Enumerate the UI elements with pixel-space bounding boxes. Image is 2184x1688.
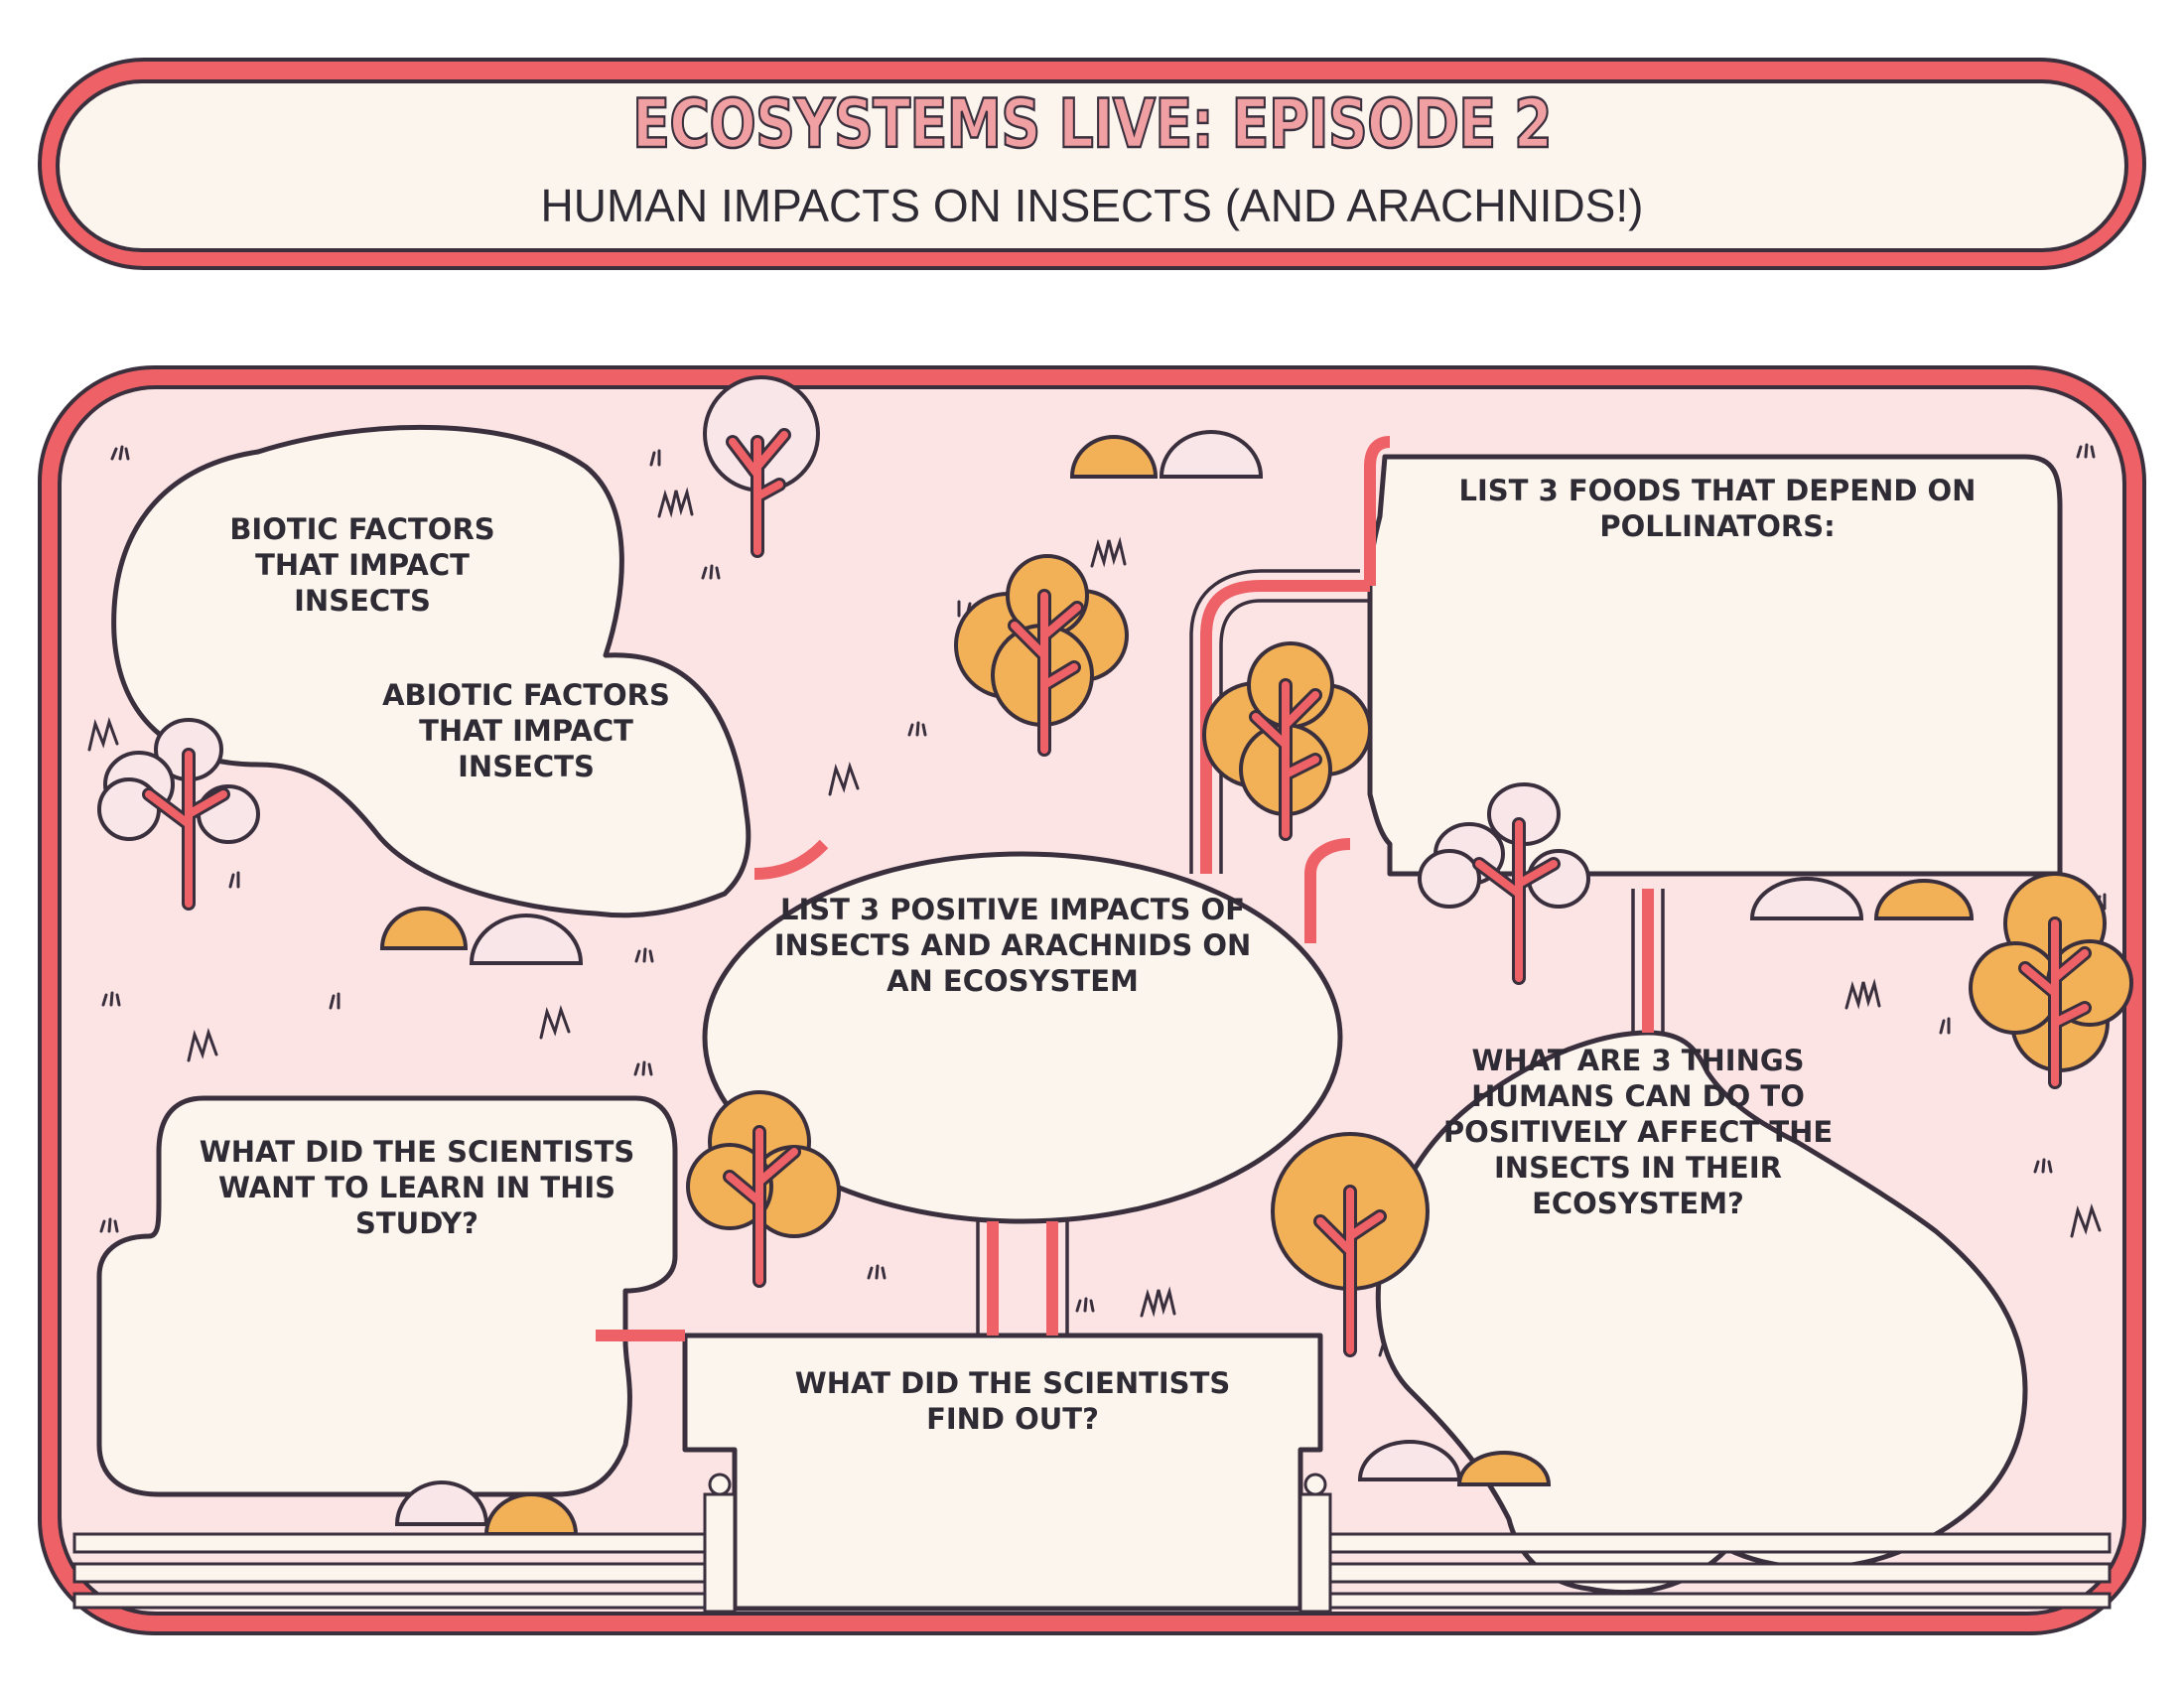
tree-orange-4	[686, 1090, 841, 1288]
biotic-label: BIOTIC FACTORS THAT IMPACT INSECTS	[229, 512, 495, 618]
fence-right	[1298, 1473, 2112, 1614]
bushes	[379, 430, 1975, 1536]
title-banner-inner	[56, 79, 2128, 252]
tree-top-center	[703, 375, 820, 558]
abiotic-label: ABIOTIC FACTORS THAT IMPACT INSECTS	[382, 678, 670, 783]
human-actions-label: WHAT ARE 3 THINGS HUMANS CAN DO TO POSIT…	[1442, 1044, 1834, 1220]
scientists-learn-label: WHAT DID THE SCIENTISTS WANT TO LEARN IN…	[199, 1135, 635, 1240]
biotic-abiotic-region	[111, 424, 751, 918]
positive-impacts-region	[702, 851, 1343, 1224]
scientists-learn-region	[96, 1095, 678, 1497]
tree-orange-2	[1202, 641, 1372, 841]
tree-orange-5	[1271, 1132, 1430, 1357]
tree-orange-3	[1969, 872, 2133, 1089]
tree-pale-left	[97, 718, 260, 911]
tree-orange-1	[954, 554, 1129, 757]
page-title: ECOSYSTEMS LIVE: EPISODE 2	[631, 84, 1554, 166]
pollinator-foods-label: LIST 3 FOODS THAT DEPEND ON POLLINATORS:	[1458, 474, 1977, 543]
fence-left	[72, 1473, 737, 1614]
page-subtitle: HUMAN IMPACTS ON INSECTS (AND ARACHNIDS!…	[540, 180, 1644, 231]
tree-pale-right	[1418, 782, 1590, 985]
positive-impacts-label: LIST 3 POSITIVE IMPACTS OF INSECTS AND A…	[773, 893, 1252, 998]
scientists-find-label: WHAT DID THE SCIENTISTS FIND OUT?	[794, 1366, 1231, 1436]
grass-tufts	[87, 443, 2107, 1357]
